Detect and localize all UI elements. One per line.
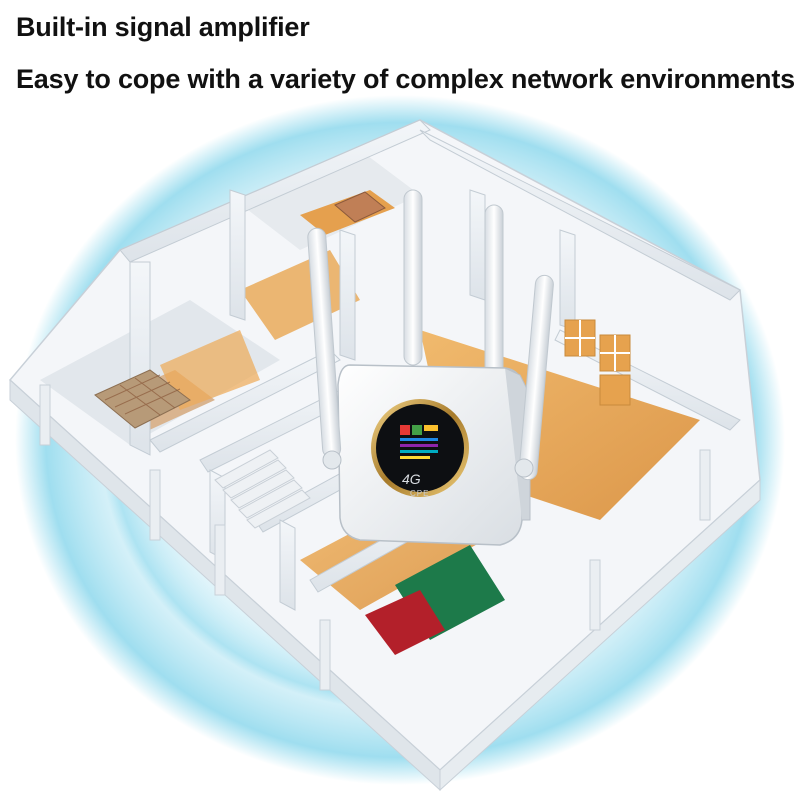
staircase xyxy=(214,449,311,529)
badge-cpe: CPE xyxy=(410,489,429,498)
antenna-right xyxy=(518,274,554,481)
bed-plaid xyxy=(94,369,191,429)
red-rug xyxy=(365,590,445,655)
window-panes xyxy=(564,319,631,406)
antenna-back-left xyxy=(403,189,423,366)
badge-4g: 4G xyxy=(402,471,421,487)
headline-primary: Built-in signal amplifier xyxy=(16,12,310,42)
bed-upper xyxy=(334,191,386,223)
lte-router: 4G CPE xyxy=(307,189,554,546)
lcd-screen xyxy=(376,404,464,492)
antenna-back-right xyxy=(484,204,504,381)
headline-secondary: Easy to cope with a variety of complex n… xyxy=(16,64,795,94)
